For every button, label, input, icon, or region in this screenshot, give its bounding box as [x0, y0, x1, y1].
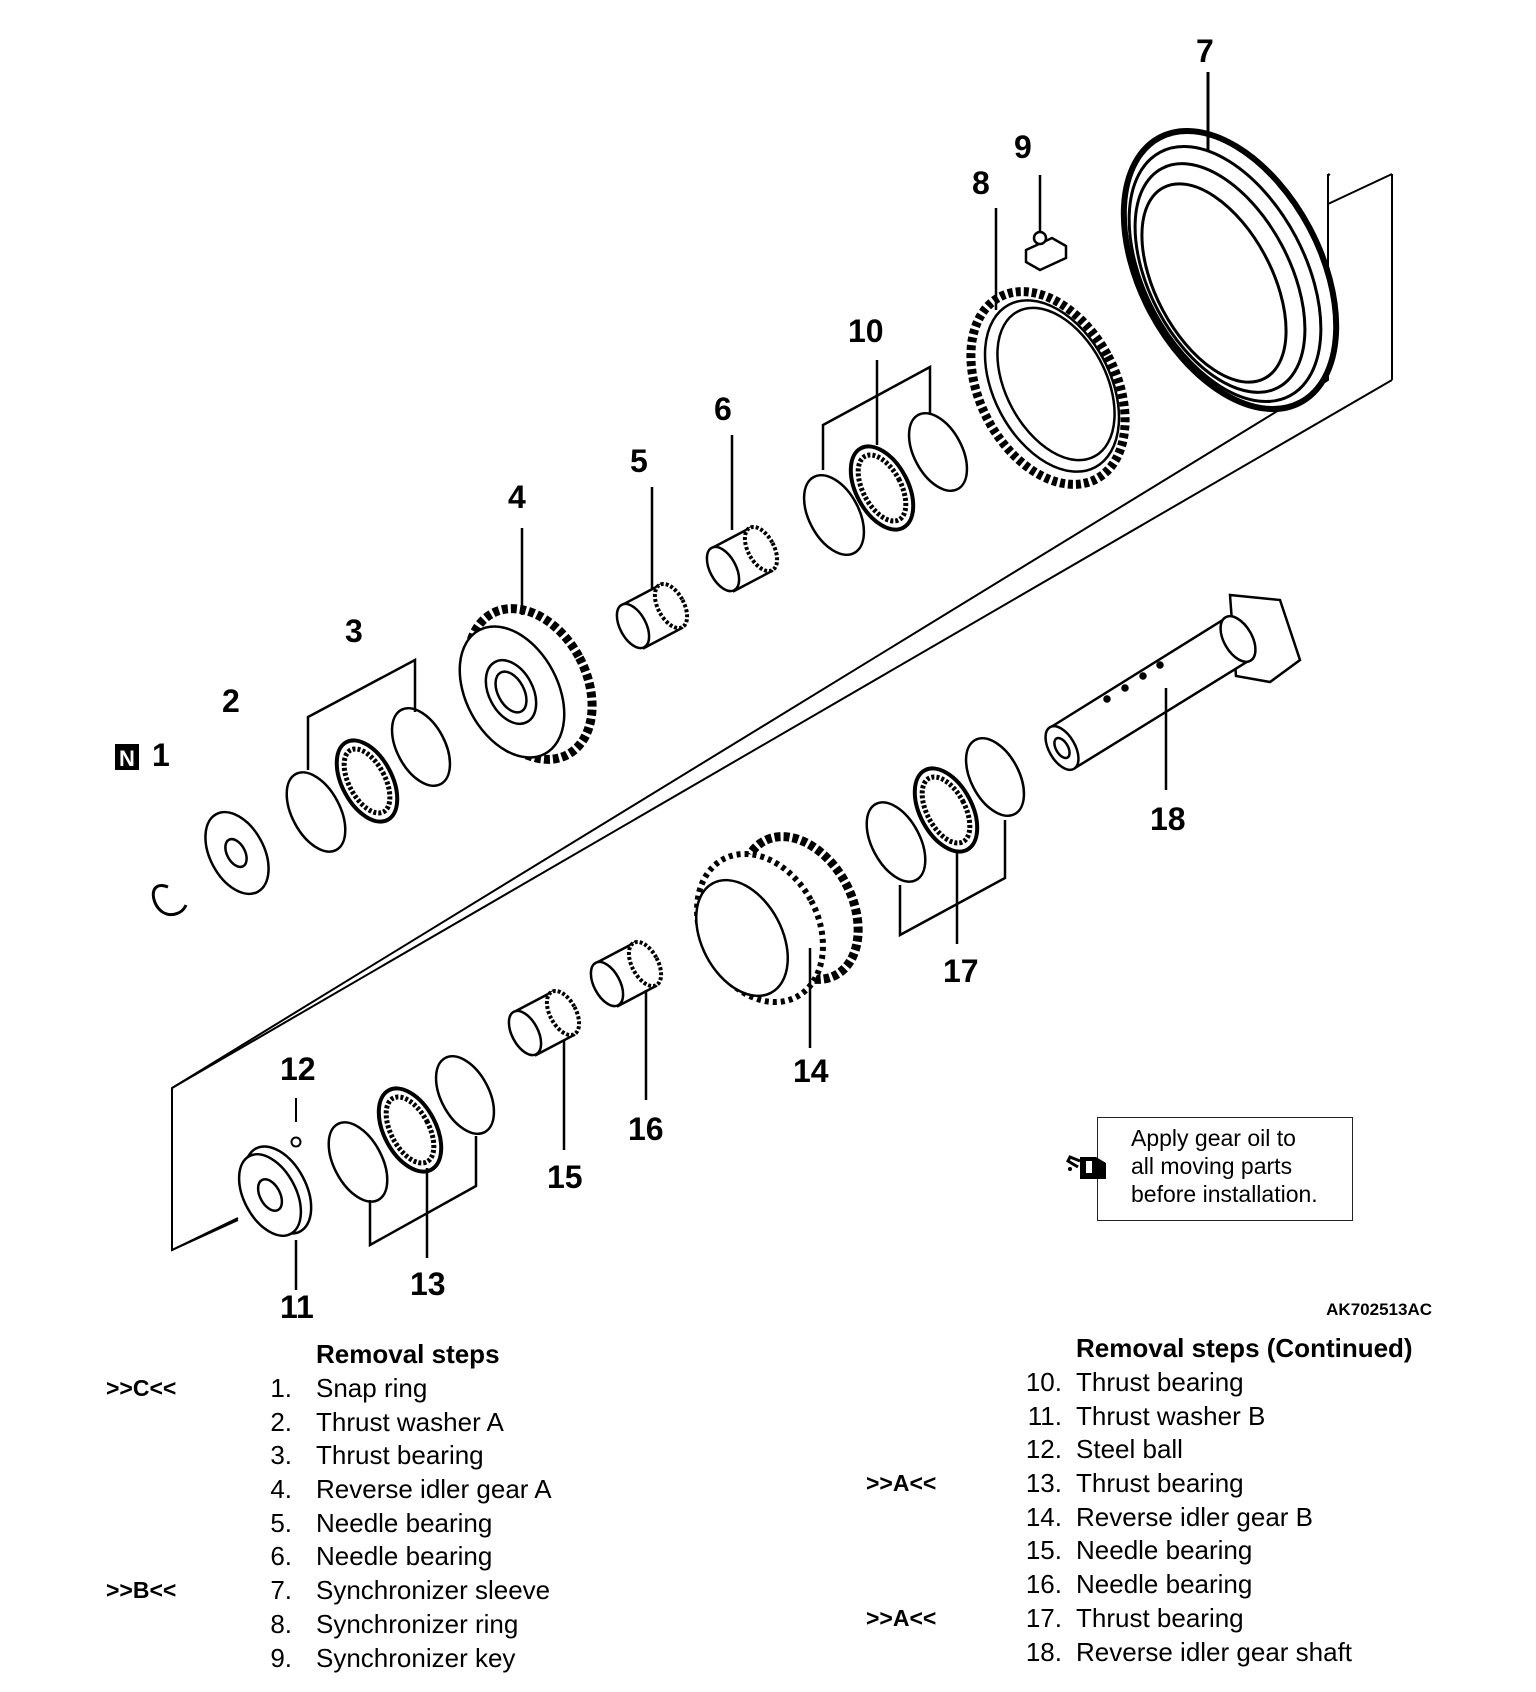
- part-4-reverse-idler-gear-a: [458, 528, 597, 764]
- step-name: Reverse idler gear B: [1076, 1501, 1313, 1532]
- step-name: Thrust bearing: [1076, 1468, 1244, 1499]
- callout-16: 16: [628, 1111, 664, 1147]
- callout-17: 17: [943, 953, 979, 989]
- callout-9: 9: [1014, 129, 1032, 165]
- step-number: 1.: [270, 1373, 292, 1403]
- callout-6: 6: [714, 391, 732, 427]
- part-3-thrust-bearing-stack: [285, 657, 452, 853]
- step-name: Needle bearing: [316, 1541, 493, 1572]
- step-name: Thrust washer A: [316, 1406, 504, 1437]
- part-9-synchronizer-key: [1024, 175, 1068, 272]
- step-number: 14.: [1025, 1501, 1062, 1532]
- step-number: 16.: [1025, 1569, 1062, 1600]
- part-17-thrust-bearing-stack: [865, 736, 1026, 944]
- callout-4: 4: [508, 479, 526, 515]
- step-name: Reverse idler gear shaft: [1076, 1636, 1353, 1667]
- step-name: Synchronizer sleeve: [316, 1575, 551, 1606]
- step-mark: >>A<<: [866, 1470, 937, 1497]
- drawing-code: AK702513AC: [1326, 1300, 1432, 1319]
- step-number: 8.: [270, 1608, 292, 1639]
- step-name: Needle bearing: [316, 1507, 493, 1538]
- step-mark: >>A<<: [866, 1604, 937, 1631]
- part-16-needle-bearing: [589, 939, 664, 1100]
- oil-can-icon: [1066, 1155, 1106, 1179]
- callout-8: 8: [972, 165, 990, 201]
- step-number: 9.: [270, 1642, 292, 1673]
- removal-steps-title: Removal steps: [316, 1339, 500, 1369]
- step-name: Synchronizer key: [316, 1642, 516, 1673]
- step-number: 10.: [1025, 1367, 1062, 1397]
- callout-7: 7: [1196, 33, 1214, 69]
- step-number: 13.: [1025, 1468, 1062, 1499]
- step-number: 4.: [270, 1474, 292, 1505]
- part-1-snap-ring: [151, 884, 188, 917]
- note-line-1: Apply gear oil to: [1131, 1125, 1296, 1151]
- step-number: 5.: [270, 1507, 292, 1538]
- assembly-bracket-tick: [1327, 173, 1331, 176]
- part-2-thrust-washer-a: [204, 810, 270, 896]
- step-number: 7.: [270, 1575, 292, 1606]
- callout-10: 10: [848, 313, 884, 349]
- note-line-3: before installation.: [1131, 1181, 1318, 1207]
- step-mark: >>B<<: [106, 1577, 177, 1604]
- part-6-needle-bearing: [705, 435, 780, 593]
- part-8-synchronizer-ring: [966, 208, 1130, 489]
- step-name: Thrust washer B: [1076, 1400, 1266, 1431]
- step-name: Thrust bearing: [1076, 1602, 1244, 1633]
- step-number: 18.: [1025, 1636, 1062, 1667]
- callout-3: 3: [345, 613, 363, 649]
- part-15-needle-bearing: [507, 988, 582, 1150]
- callout-18: 18: [1150, 801, 1186, 837]
- step-name: Needle bearing: [1076, 1569, 1253, 1600]
- callout-15: 15: [547, 1159, 583, 1195]
- step-name: Snap ring: [316, 1373, 428, 1403]
- part-10-thrust-bearing-stack: [802, 360, 969, 556]
- part-12-steel-ball: [290, 1098, 302, 1148]
- step-mark: >>C<<: [106, 1375, 177, 1401]
- exploded-parts-diagram: N 1 2 3 4 5 6 7 8 9 10 11 12 13 14 15 16…: [115, 33, 1393, 1325]
- callout-5: 5: [630, 443, 648, 479]
- step-number: 3.: [270, 1440, 292, 1471]
- step-number: 6.: [270, 1541, 292, 1572]
- step-number: 12.: [1025, 1434, 1062, 1465]
- callout-14: 14: [793, 1053, 829, 1089]
- callout-12: 12: [280, 1051, 316, 1087]
- gear-oil-note: Apply gear oil to all moving parts befor…: [1131, 1124, 1351, 1208]
- step-number: 17.: [1025, 1602, 1062, 1633]
- note-line-2: all moving parts: [1131, 1153, 1293, 1179]
- removal-steps-continued-title: Removal steps (Continued): [1076, 1333, 1413, 1363]
- n-mark-text: N: [119, 746, 135, 771]
- part-11-thrust-washer-b: [237, 1145, 313, 1290]
- step-number: 15.: [1025, 1535, 1062, 1566]
- part-13-thrust-bearing-stack: [327, 1054, 496, 1258]
- callout-2: 2: [222, 683, 240, 719]
- part-5-needle-bearing: [615, 487, 690, 650]
- n-mark-box: N: [115, 744, 139, 771]
- part-14-reverse-idler-gear-b: [694, 832, 863, 1048]
- callout-1: 1: [152, 737, 170, 773]
- part-18-reverse-idler-gear-shaft: [1044, 593, 1302, 790]
- step-number: 2.: [270, 1406, 292, 1437]
- callout-11: 11: [280, 1289, 314, 1325]
- step-name: Thrust bearing: [1076, 1367, 1244, 1397]
- step-name: Thrust bearing: [316, 1440, 484, 1471]
- step-name: Needle bearing: [1076, 1535, 1253, 1566]
- callout-13: 13: [410, 1266, 446, 1302]
- part-7-synchronizer-sleeve: [1120, 72, 1340, 413]
- step-name: Steel ball: [1076, 1434, 1183, 1465]
- step-number: 11.: [1027, 1400, 1062, 1431]
- step-name: Reverse idler gear A: [316, 1474, 552, 1505]
- step-name: Synchronizer ring: [316, 1608, 519, 1639]
